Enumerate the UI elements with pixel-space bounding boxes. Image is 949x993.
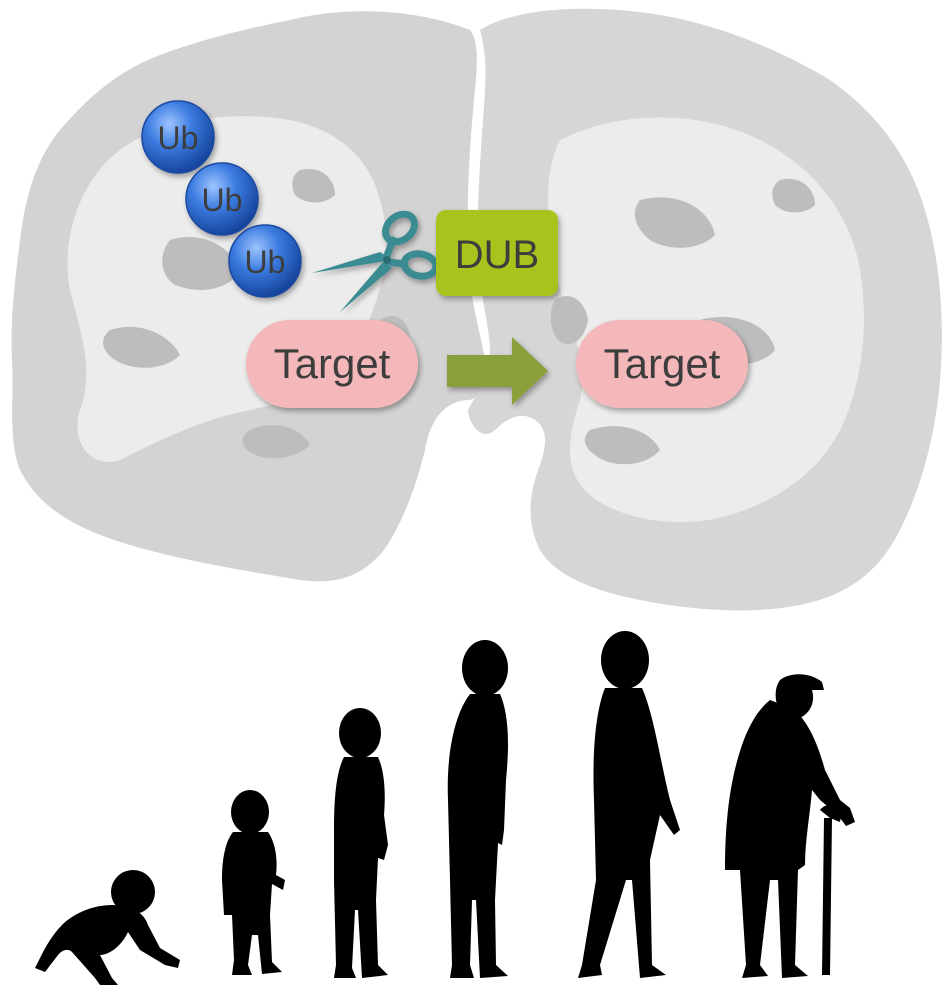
ubiquitin-chain: Ub Ub Ub: [141, 100, 302, 298]
adult-icon: [578, 631, 680, 978]
target-after-label: Target: [604, 340, 721, 387]
ubiquitin-label-2: Ub: [202, 182, 243, 218]
toddler-icon: [222, 790, 285, 975]
brain-coronal-section-icon: [11, 8, 942, 611]
young-adult-icon: [447, 640, 508, 978]
dub-enzyme: DUB: [436, 210, 558, 296]
target-before-label: Target: [274, 340, 391, 387]
ubiquitin-unit-1: Ub: [141, 100, 215, 174]
ubiquitin-unit-3: Ub: [228, 224, 302, 298]
ubiquitin-label-3: Ub: [245, 244, 286, 280]
arrow-right-icon: [447, 337, 548, 405]
lifespan-silhouettes: [35, 631, 855, 985]
infant-crawling-icon: [35, 870, 180, 985]
scissors-icon: [312, 210, 440, 312]
dub-label: DUB: [455, 233, 539, 277]
ubiquitin-label-1: Ub: [158, 120, 199, 156]
ubiquitin-unit-2: Ub: [185, 162, 259, 236]
target-before: Target: [246, 320, 418, 408]
target-after: Target: [576, 320, 748, 408]
elderly-with-cane-icon: [725, 674, 855, 978]
child-icon: [334, 708, 388, 978]
